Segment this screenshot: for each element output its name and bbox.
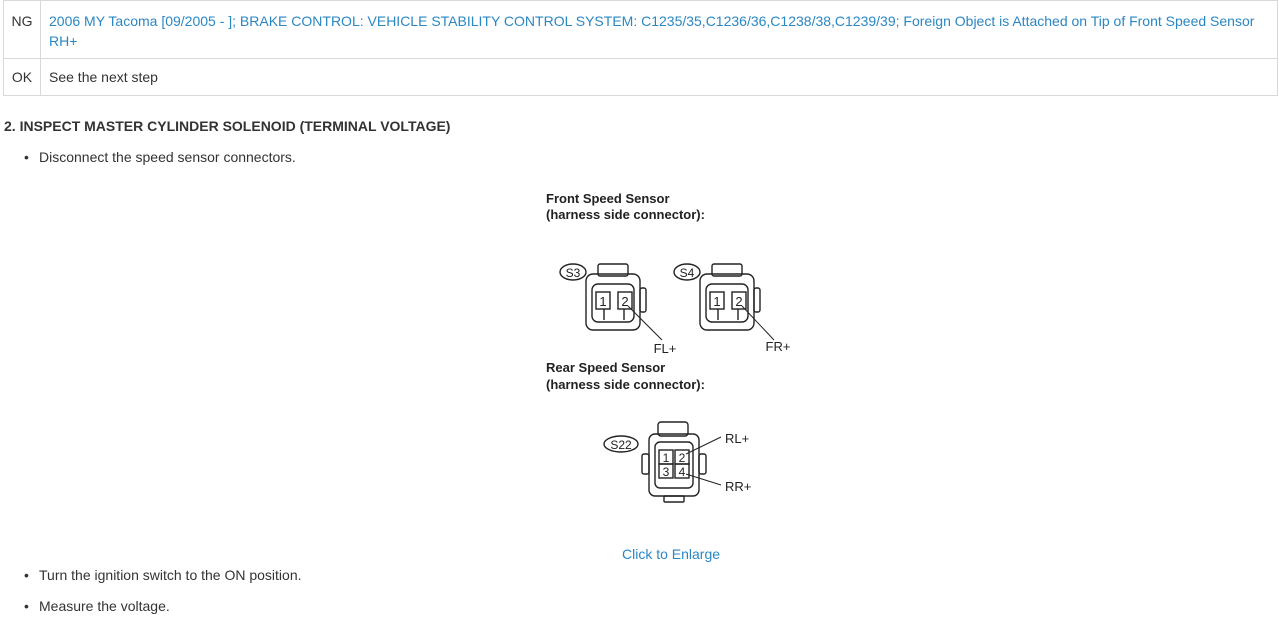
result-code-ng: NG — [3, 0, 41, 59]
bullet-item: • Turn the ignition switch to the ON posi… — [24, 567, 302, 583]
connector-s4: S4 1 2 FR+ — [673, 263, 791, 354]
speed-sensor-connector-diagram: Front Speed Sensor (harness side connect… — [546, 191, 791, 503]
s4-pin-1: 1 — [713, 294, 720, 309]
s3-pin-1: 1 — [599, 294, 606, 309]
bullet-dot-icon: • — [24, 149, 29, 165]
connector-s22: S22 1 2 3 4 RL+ RR+ — [603, 421, 751, 503]
front-sensor-subtitle: (harness side connector): — [546, 207, 705, 222]
rr-plus-label: RR+ — [725, 479, 751, 494]
s4-pin-2: 2 — [735, 294, 742, 309]
bullet-text: Measure the voltage. — [39, 598, 170, 614]
step-heading: 2. INSPECT MASTER CYLINDER SOLENOID (TER… — [4, 118, 451, 134]
rear-sensor-title: Rear Speed Sensor — [546, 360, 665, 375]
fr-plus-label: FR+ — [766, 339, 791, 354]
rl-plus-label: RL+ — [725, 431, 749, 446]
s22-pin-3: 3 — [663, 465, 670, 479]
bullet-item: • Measure the voltage. — [24, 598, 170, 614]
rear-sensor-subtitle: (harness side connector): — [546, 377, 705, 392]
bullet-text: Disconnect the speed sensor connectors. — [39, 149, 296, 165]
result-table: NG 2006 MY Tacoma [09/2005 - ]; BRAKE CO… — [3, 0, 1278, 96]
s22-pin-4: 4 — [679, 465, 686, 479]
ng-procedure-link[interactable]: 2006 MY Tacoma [09/2005 - ]; BRAKE CONTR… — [49, 13, 1255, 49]
bullet-text: Turn the ignition switch to the ON posit… — [39, 567, 302, 583]
bullet-dot-icon: • — [24, 567, 29, 583]
connector-s4-label: S4 — [680, 266, 695, 280]
fl-plus-label: FL+ — [654, 341, 677, 356]
result-desc-ok: See the next step — [40, 58, 1278, 96]
result-code-ok: OK — [3, 58, 41, 96]
result-desc-ng: 2006 MY Tacoma [09/2005 - ]; BRAKE CONTR… — [40, 0, 1278, 59]
bullet-item: • Disconnect the speed sensor connectors. — [24, 149, 296, 165]
result-row-ng: NG 2006 MY Tacoma [09/2005 - ]; BRAKE CO… — [3, 0, 1278, 59]
front-sensor-title: Front Speed Sensor — [546, 191, 670, 206]
s22-pin-1: 1 — [663, 451, 670, 465]
result-row-ok: OK See the next step — [3, 58, 1278, 96]
connector-s3-label: S3 — [566, 266, 581, 280]
connector-s3: S3 1 2 FL+ — [559, 263, 677, 356]
s3-pin-2: 2 — [621, 294, 628, 309]
click-to-enlarge-link[interactable]: Click to Enlarge — [622, 546, 721, 562]
s22-pin-2: 2 — [679, 451, 686, 465]
connector-s22-label: S22 — [610, 438, 632, 452]
bullet-dot-icon: • — [24, 598, 29, 614]
